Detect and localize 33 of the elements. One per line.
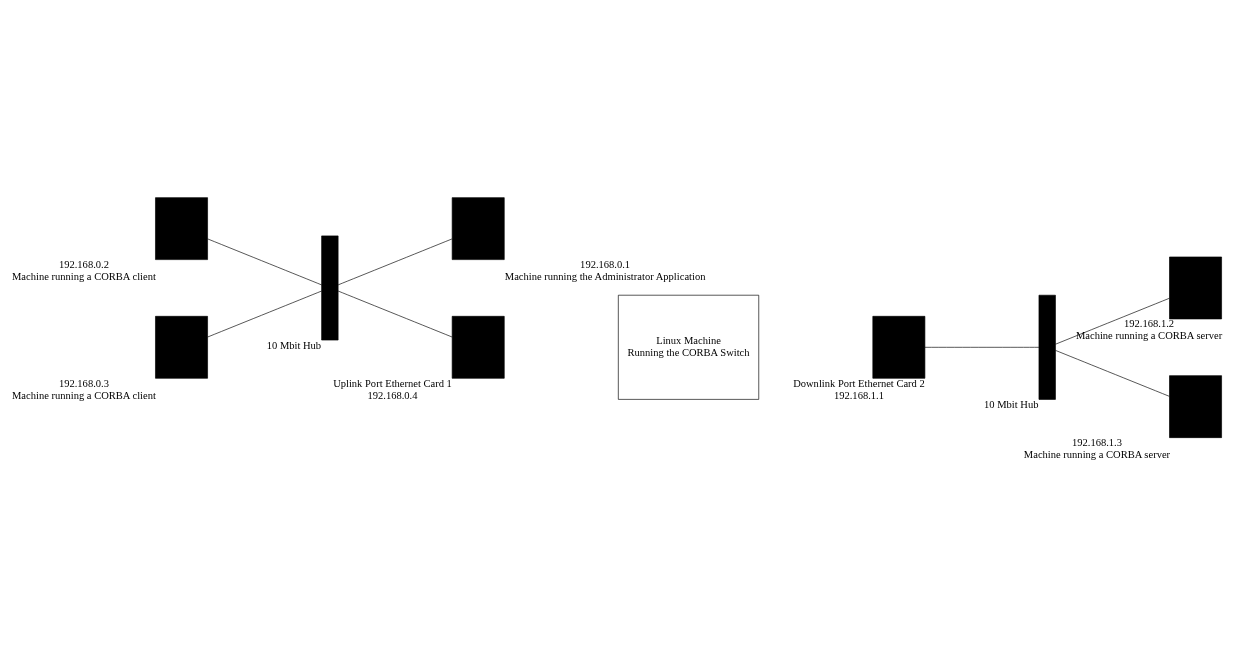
node-bar [1038,294,1056,400]
connector [207,238,322,286]
node-box [1169,256,1222,320]
node-bar [321,235,339,341]
node-label: 192.168.1.1 [833,389,884,401]
node-label: 192.168.0.2 [58,259,109,271]
node-box [1169,375,1222,438]
node-label: 192.168.0.1 [580,259,631,271]
node-box [451,197,505,260]
node-label: Machine running a CORBA client [11,270,156,282]
node-box: Linux Machine Running the CORBA Switch [618,294,760,400]
node-label: 192.168.1.3 [1071,437,1122,449]
node-label: Machine running the Administrator Application [504,270,706,282]
node-label: Machine running a CORBA client [11,389,156,401]
node-box [451,316,505,379]
connector [207,290,322,338]
node-label: 192.168.0.4 [367,389,418,401]
connector [924,346,1040,348]
node-label: 192.168.1.2 [1124,318,1175,330]
node-label: 192.168.0.3 [58,377,109,389]
node-label: Downlink Port Ethernet Card 2 [793,377,925,389]
node-label: Machine running a CORBA server [1075,330,1223,342]
connector [337,238,453,286]
connector [1055,350,1170,397]
connector [1055,298,1170,345]
node-box [155,316,208,379]
node-box [872,316,926,379]
connector [337,290,453,338]
node-box [155,197,208,260]
node-label: Uplink Port Ethernet Card 1 [333,377,452,389]
node-label: 10 Mbit Hub [984,398,1039,410]
node-label: 10 Mbit Hub [266,339,322,351]
node-label: Machine running a CORBA server [1023,448,1171,460]
